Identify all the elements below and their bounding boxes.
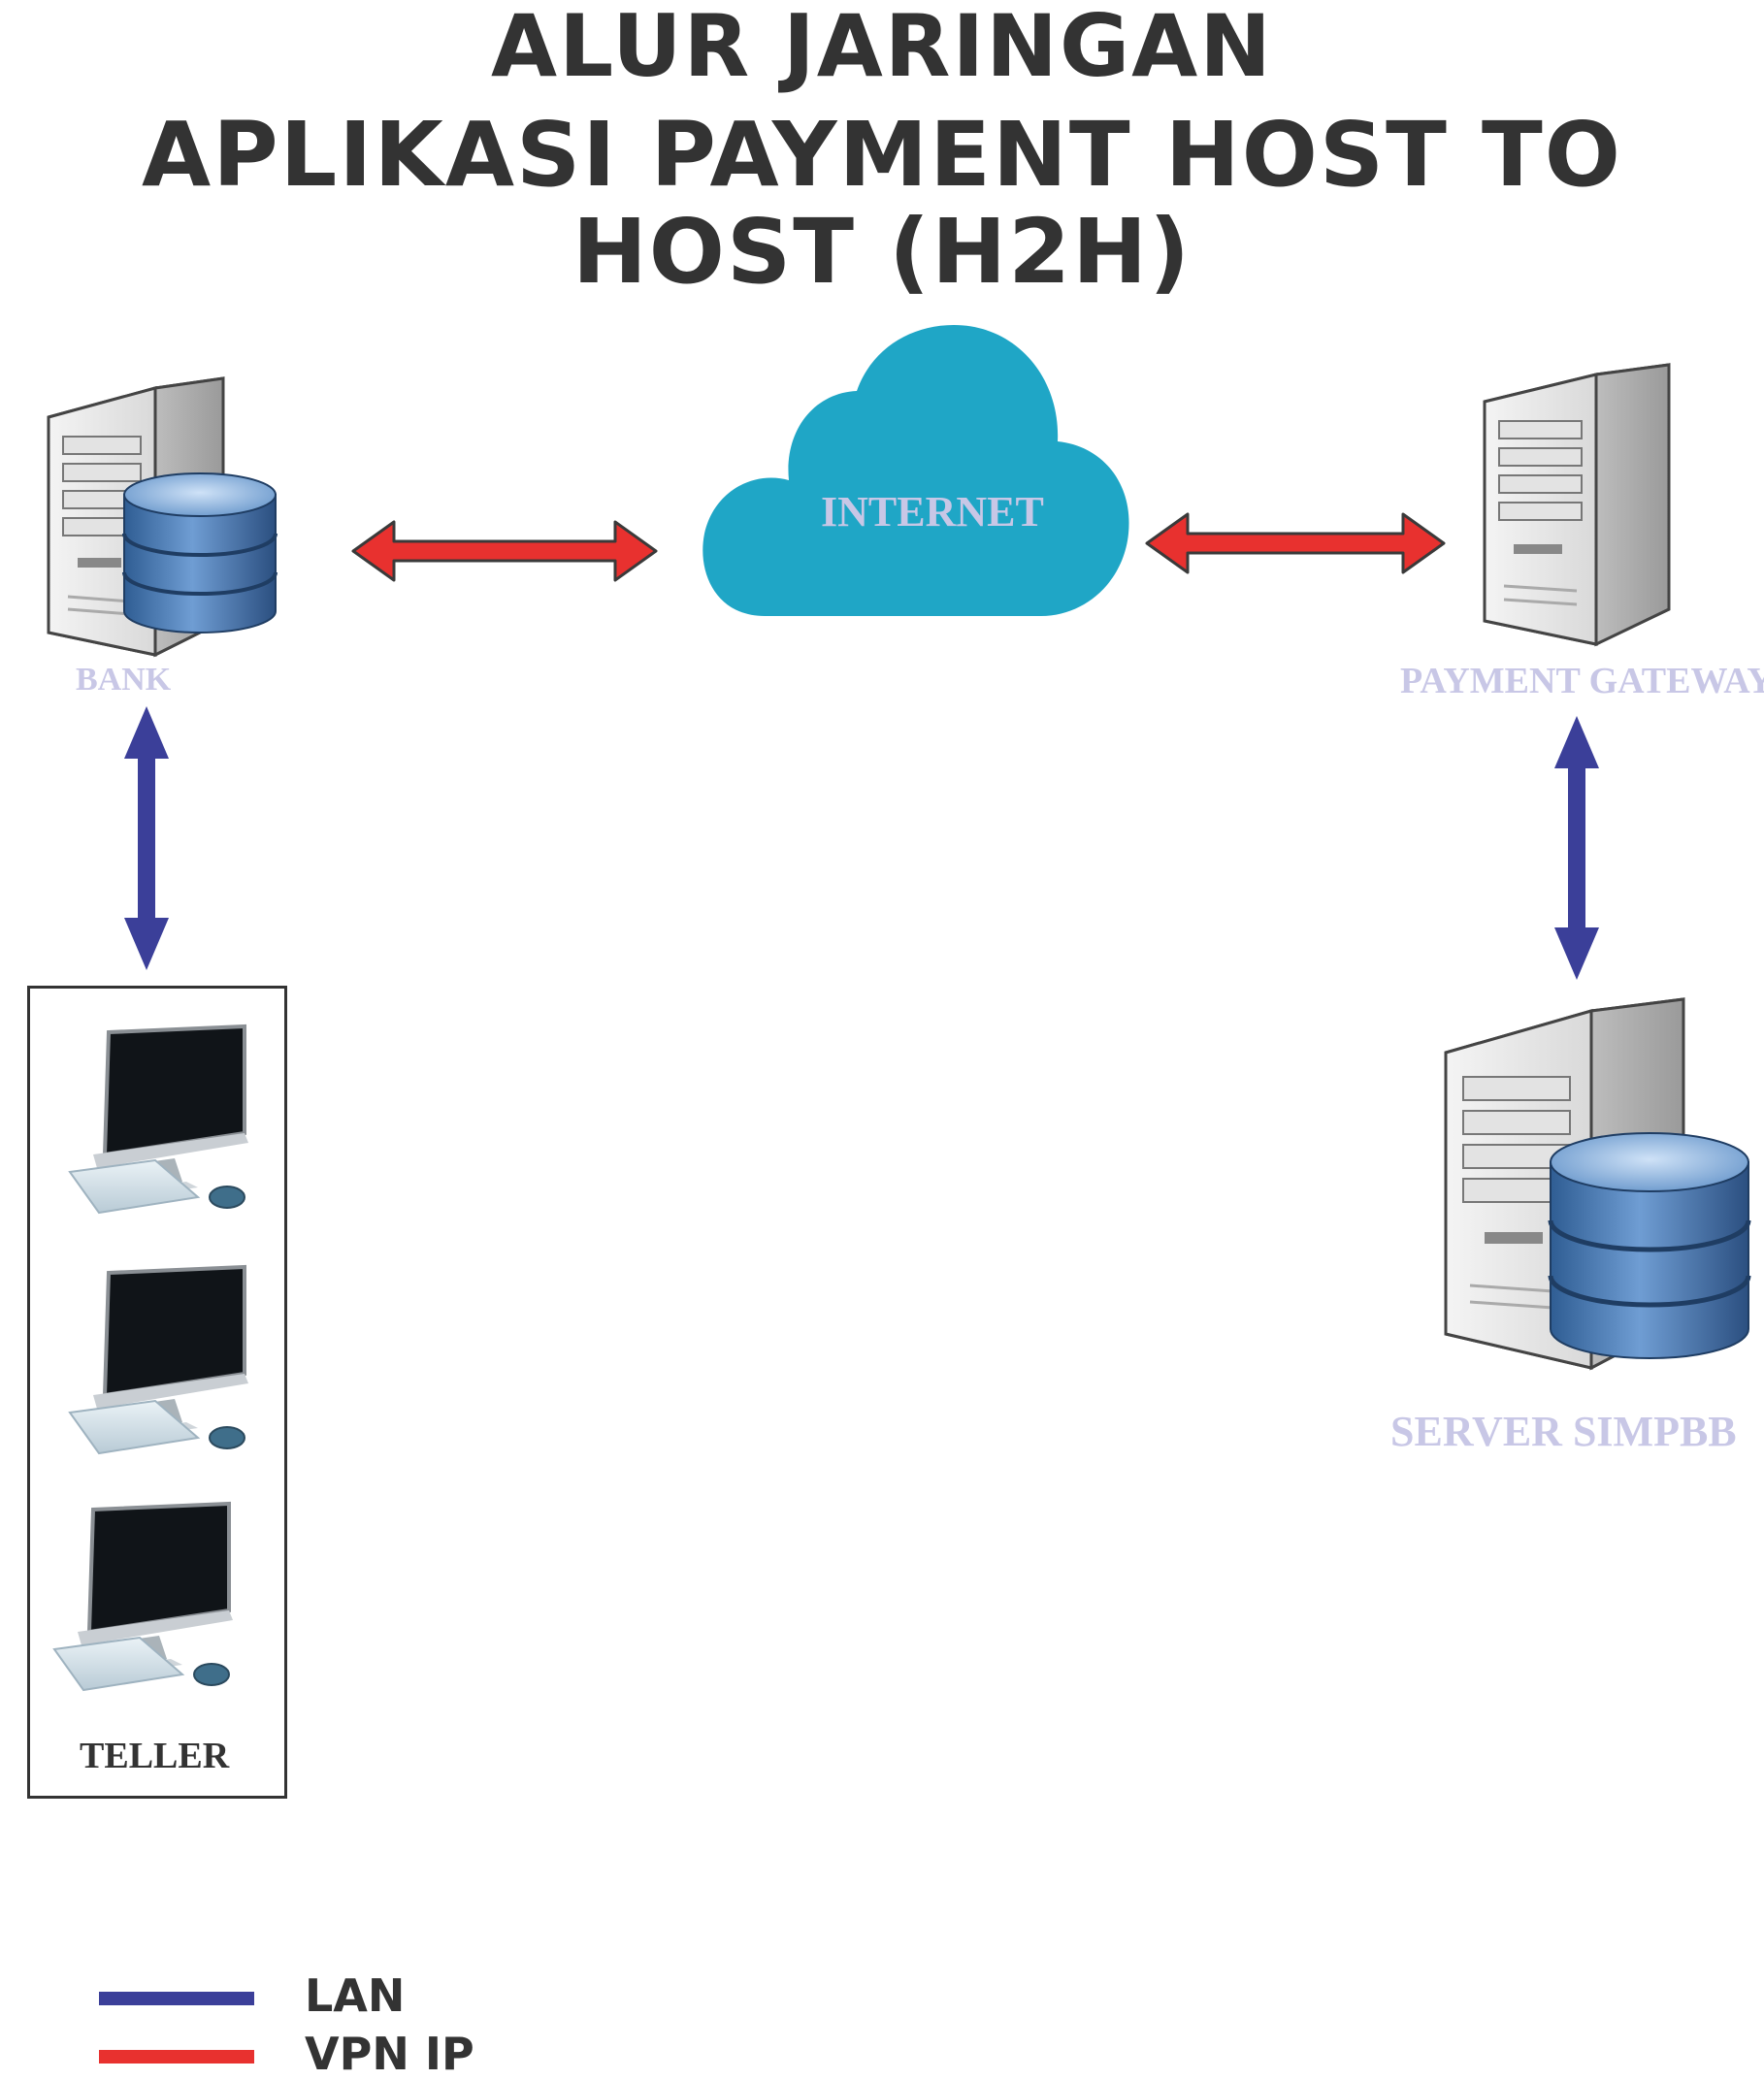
cloud-icon xyxy=(702,325,1129,616)
teller-computer-3 xyxy=(52,1501,233,1692)
database-icon xyxy=(1548,1132,1751,1359)
desktop-computer-icon xyxy=(68,1264,248,1455)
teller-group xyxy=(27,986,287,1799)
server-tower-icon xyxy=(1483,363,1671,647)
legend-lan-line xyxy=(99,1992,254,2005)
lan-arrow-gateway-simpbb xyxy=(1554,716,1599,980)
legend-vpn-line xyxy=(99,2050,254,2064)
desktop-computer-icon xyxy=(52,1501,233,1692)
database-icon xyxy=(122,472,278,634)
teller-computer-2 xyxy=(68,1264,248,1455)
payment-gateway-server-icon xyxy=(1483,363,1671,647)
teller-computer-1 xyxy=(68,1024,248,1215)
diagram-title-line1: ALUR JARINGAN xyxy=(491,0,1273,96)
vpn-arrow-internet-gateway xyxy=(1145,512,1446,574)
bank-label: BANK xyxy=(76,662,172,698)
teller-label: TELLER xyxy=(80,1736,230,1776)
lan-arrow-bank-teller xyxy=(124,706,169,970)
bank-server-icon xyxy=(47,376,278,658)
server-simpbb-icon xyxy=(1444,997,1751,1371)
diagram-title-line2: APLIKASI PAYMENT HOST TO HOST (H2H) xyxy=(142,103,1622,304)
legend-vpn-label: VPN IP xyxy=(305,2028,474,2080)
vpn-arrow-bank-internet xyxy=(351,520,658,582)
server-simpbb-label: SERVER SIMPBB xyxy=(1390,1408,1737,1455)
desktop-computer-icon xyxy=(68,1024,248,1215)
internet-label: INTERNET xyxy=(821,488,1044,536)
legend-lan-label: LAN xyxy=(305,1969,406,2022)
payment-gateway-label: PAYMENT GATEWAY xyxy=(1400,661,1764,701)
